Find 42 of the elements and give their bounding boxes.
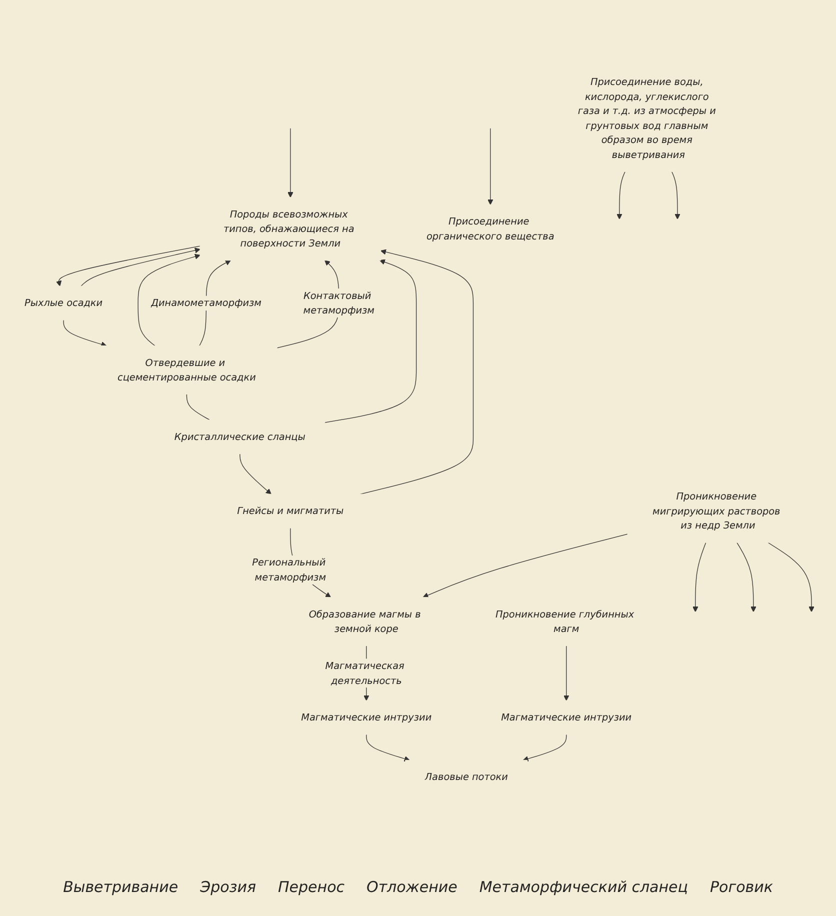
arrow [736,542,756,612]
arrow [488,128,494,206]
edge-label: Магматическая деятельность [325,660,404,686]
node-text: Кристаллические сланцы [174,431,306,443]
node-text: Рыхлые осадки [24,297,103,310]
arrow [288,128,294,198]
arrow [324,260,417,424]
node-text: Лавовые потоки [424,772,508,784]
arrow [671,172,680,220]
node-text: Присоединение воды, кислорода, углекислого газа и т.д. из атмосферы и грунтовых вод главным образом во время выветривания [578,76,716,161]
arrow [240,454,272,495]
arrow [138,254,200,346]
process-label: Метаморфический сланец [479,878,688,896]
arrow [360,250,474,495]
node-text: Отвердевшие и сцементированные осадки [118,357,256,384]
process-label: Выветривание [63,878,178,896]
arrow [56,246,200,287]
edge-label: Динамометаморфизм [150,297,262,310]
arrow [616,172,626,220]
node-text: Проникновение глубинных магм [496,608,634,635]
node-text: Присоединение органического вещества [426,216,554,242]
edge-label: Контактовый метаморфизм [303,290,374,316]
arrow [564,646,570,702]
node-text: Магматические интрузии [301,712,432,724]
node-text: Породы всевозможных типов, обнажающиеся на поверхности Земли [223,208,354,250]
arrow [422,534,628,598]
process-label: Перенос [278,878,345,896]
arrow [63,320,107,348]
node-text: Проникновение мигрирующих растворов из недр Земли [652,490,780,532]
node-text: Образование магмы в земной коре [308,608,421,635]
edge-label: Региональный метаморфизм [252,557,326,584]
process-label: Роговик [710,878,773,896]
node-text: Гнейсы и мигматиты [237,505,344,518]
process-label: Отложение [366,878,458,896]
node-text: Магматические интрузии [501,712,632,724]
arrow [768,542,814,612]
arrow [80,248,200,287]
arrow [692,542,706,612]
arrow [522,734,567,762]
connector [186,394,210,421]
process-label: Эрозия [200,878,256,896]
arrow [366,734,410,762]
